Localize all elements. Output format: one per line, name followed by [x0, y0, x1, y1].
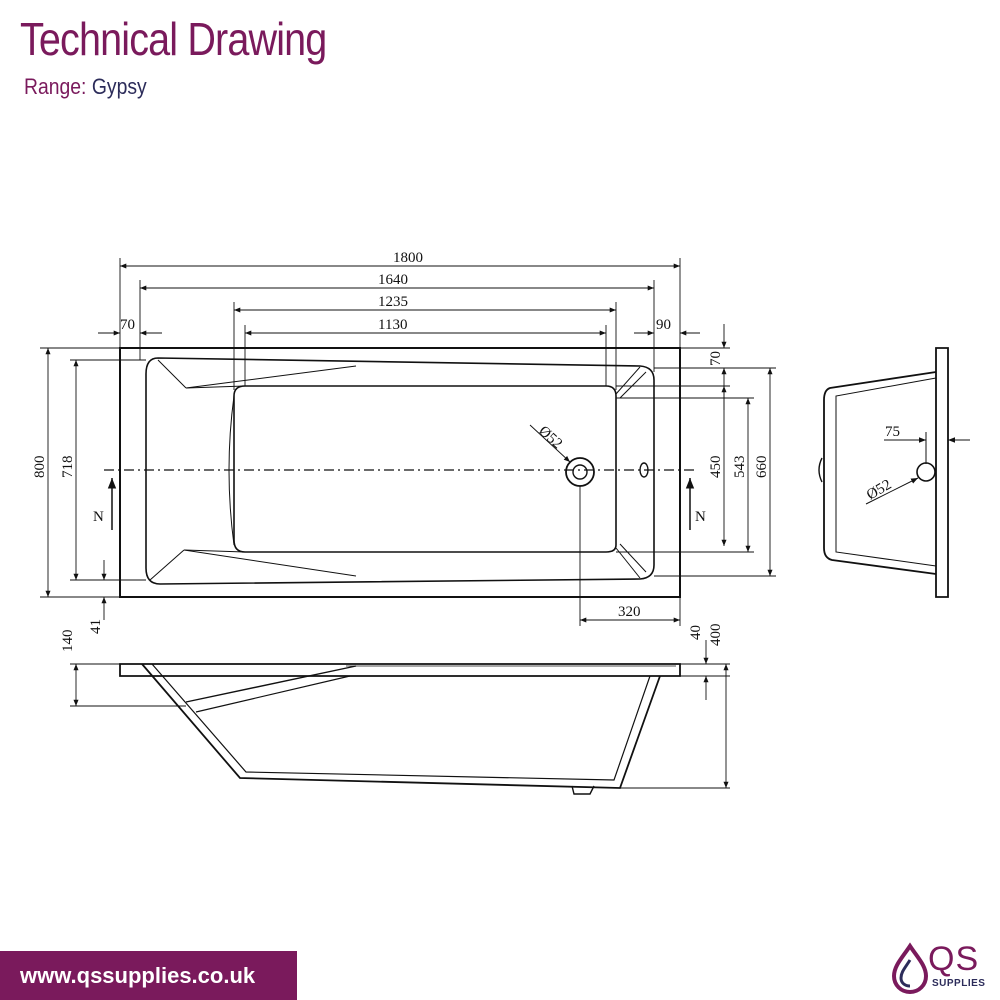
plan-vertical-dimensions	[40, 324, 776, 620]
dim-upper-width: 660	[754, 456, 770, 479]
range-label: Range:	[24, 74, 87, 99]
dim-side-depth-left: 140	[60, 630, 76, 653]
dim-overflow-diameter: Ø52	[864, 477, 894, 504]
dim-overall-length: 1800	[393, 250, 423, 266]
logo-text: QS	[928, 940, 980, 978]
dim-overall-width: 800	[32, 456, 48, 479]
dim-mid-width: 543	[732, 456, 748, 479]
dim-total-depth: 400	[708, 624, 724, 647]
elevation-dimensions	[70, 640, 730, 789]
dim-inner-length: 1640	[378, 272, 408, 288]
dim-bottom-length: 1130	[378, 317, 407, 333]
technical-drawing: 1800 1640 1235 1130 70 90 320 800 718 70…	[32, 250, 970, 795]
dim-rim-thickness: 40	[688, 625, 704, 640]
dim-rim-edge: 41	[88, 619, 104, 634]
plan-view	[104, 347, 698, 598]
qs-supplies-logo: QS SUPPLIES	[890, 940, 990, 996]
page-title: Technical Drawing	[20, 13, 327, 65]
dim-right-rim: 90	[656, 317, 671, 333]
section-mark-left: N	[93, 509, 104, 525]
droplet-logo-icon	[891, 942, 929, 995]
dim-waste-diameter: Ø52	[535, 423, 565, 452]
dim-waste-offset: 320	[618, 604, 641, 620]
range-value: Gypsy	[91, 74, 147, 99]
plan-horizontal-dimensions	[98, 258, 700, 626]
end-elevation	[818, 347, 970, 598]
side-elevation	[119, 663, 681, 795]
website-link[interactable]: www.qssupplies.co.uk	[0, 951, 297, 1000]
dim-bottom-width: 450	[708, 456, 724, 479]
logo-subtext: SUPPLIES	[932, 978, 986, 989]
dim-top-rim: 70	[708, 351, 724, 366]
section-mark-right: N	[695, 509, 706, 525]
dim-left-rim: 70	[120, 317, 135, 333]
dim-bath-length: 1235	[378, 294, 408, 310]
range-line: Range: Gypsy	[24, 74, 147, 100]
dim-overflow-offset: 75	[885, 424, 900, 440]
dim-inner-width: 718	[60, 456, 76, 479]
